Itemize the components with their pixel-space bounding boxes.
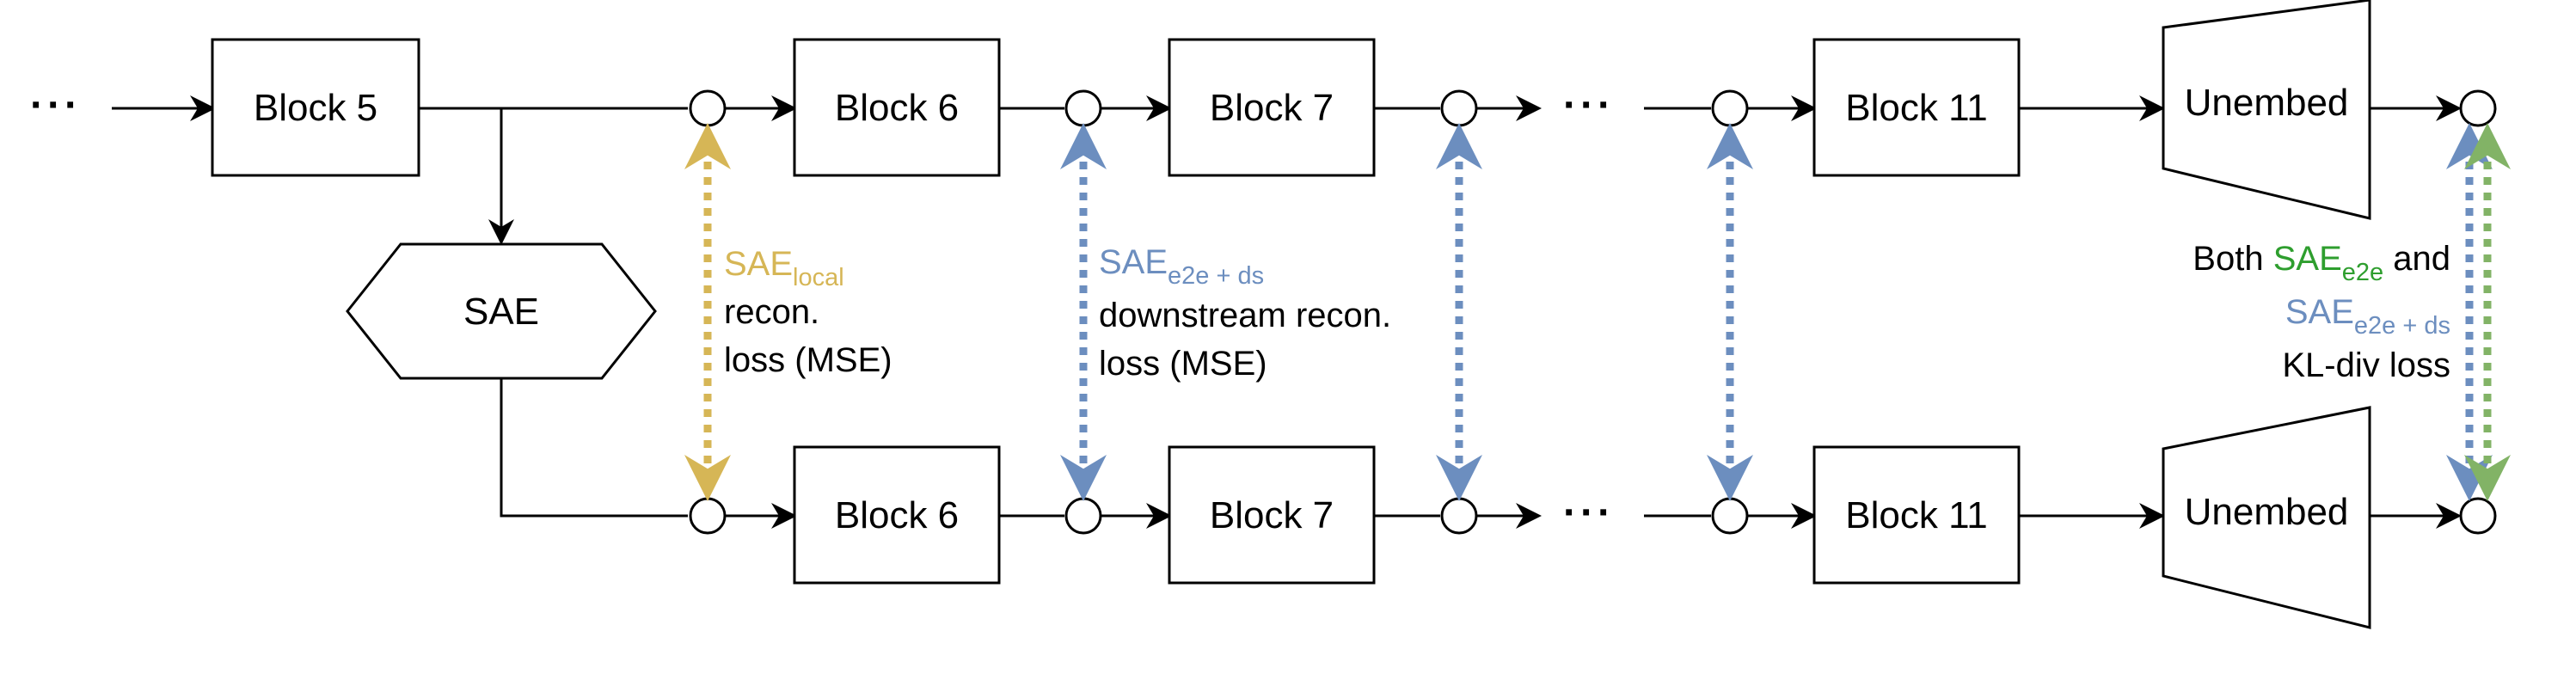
unembed-bottom: [2162, 406, 2371, 629]
block-11-top: [1812, 38, 2021, 177]
block-7-bottom: [1168, 445, 1376, 585]
top-node-3: [1440, 89, 1478, 127]
top-node-1: [689, 89, 727, 127]
block-6-top-label: Block 6: [835, 87, 959, 129]
bottom-middle-ellipsis: ···: [1563, 490, 1615, 536]
sae-label: SAE: [463, 291, 539, 333]
bottom-node-2: [1064, 497, 1102, 535]
kl-loss-line3: KL-div loss: [2282, 346, 2450, 384]
bottom-node-1: [689, 497, 727, 535]
block-7-bottom-label: Block 7: [1210, 494, 1334, 536]
block-6-bottom: [793, 445, 1001, 585]
block-7-top: [1168, 38, 1376, 177]
top-node-2: [1064, 89, 1102, 127]
top-middle-ellipsis: ···: [1563, 83, 1615, 128]
sae-to-bottom-wire: [500, 378, 688, 518]
e2e-ds-loss-line2: downstream recon.: [1099, 297, 1391, 334]
sae-hexagon: [346, 242, 657, 380]
block-6-top: [793, 38, 1001, 177]
unembed-top-label: Unembed: [2185, 82, 2349, 124]
local-loss-title: SAElocal: [724, 245, 844, 291]
kl-loss-line1: Both SAEe2e and: [2193, 240, 2450, 286]
block-11-bottom-label: Block 11: [1845, 494, 1988, 536]
e2e-ds-loss-title: SAEe2e + ds: [1099, 243, 1264, 290]
block-6-bottom-label: Block 6: [835, 494, 959, 536]
local-loss-line3: loss (MSE): [724, 341, 892, 379]
block-11-top-label: Block 11: [1845, 87, 1988, 129]
top-node-4: [1711, 89, 1749, 127]
unembed-top: [2162, 0, 2371, 220]
local-loss-line2: recon.: [724, 293, 819, 331]
leading-ellipsis: ···: [30, 83, 82, 128]
top-output-node: [2459, 89, 2497, 127]
bottom-node-3: [1440, 497, 1478, 535]
block-5-label: Block 5: [254, 87, 377, 129]
kl-loss-line2: SAEe2e + ds: [2285, 293, 2450, 340]
unembed-bottom-label: Unembed: [2185, 491, 2349, 533]
bottom-output-node: [2459, 497, 2497, 535]
e2e-ds-loss-line3: loss (MSE): [1099, 345, 1267, 383]
block-11-bottom: [1812, 445, 2021, 585]
bottom-node-4: [1711, 497, 1749, 535]
block-7-top-label: Block 7: [1210, 87, 1334, 129]
